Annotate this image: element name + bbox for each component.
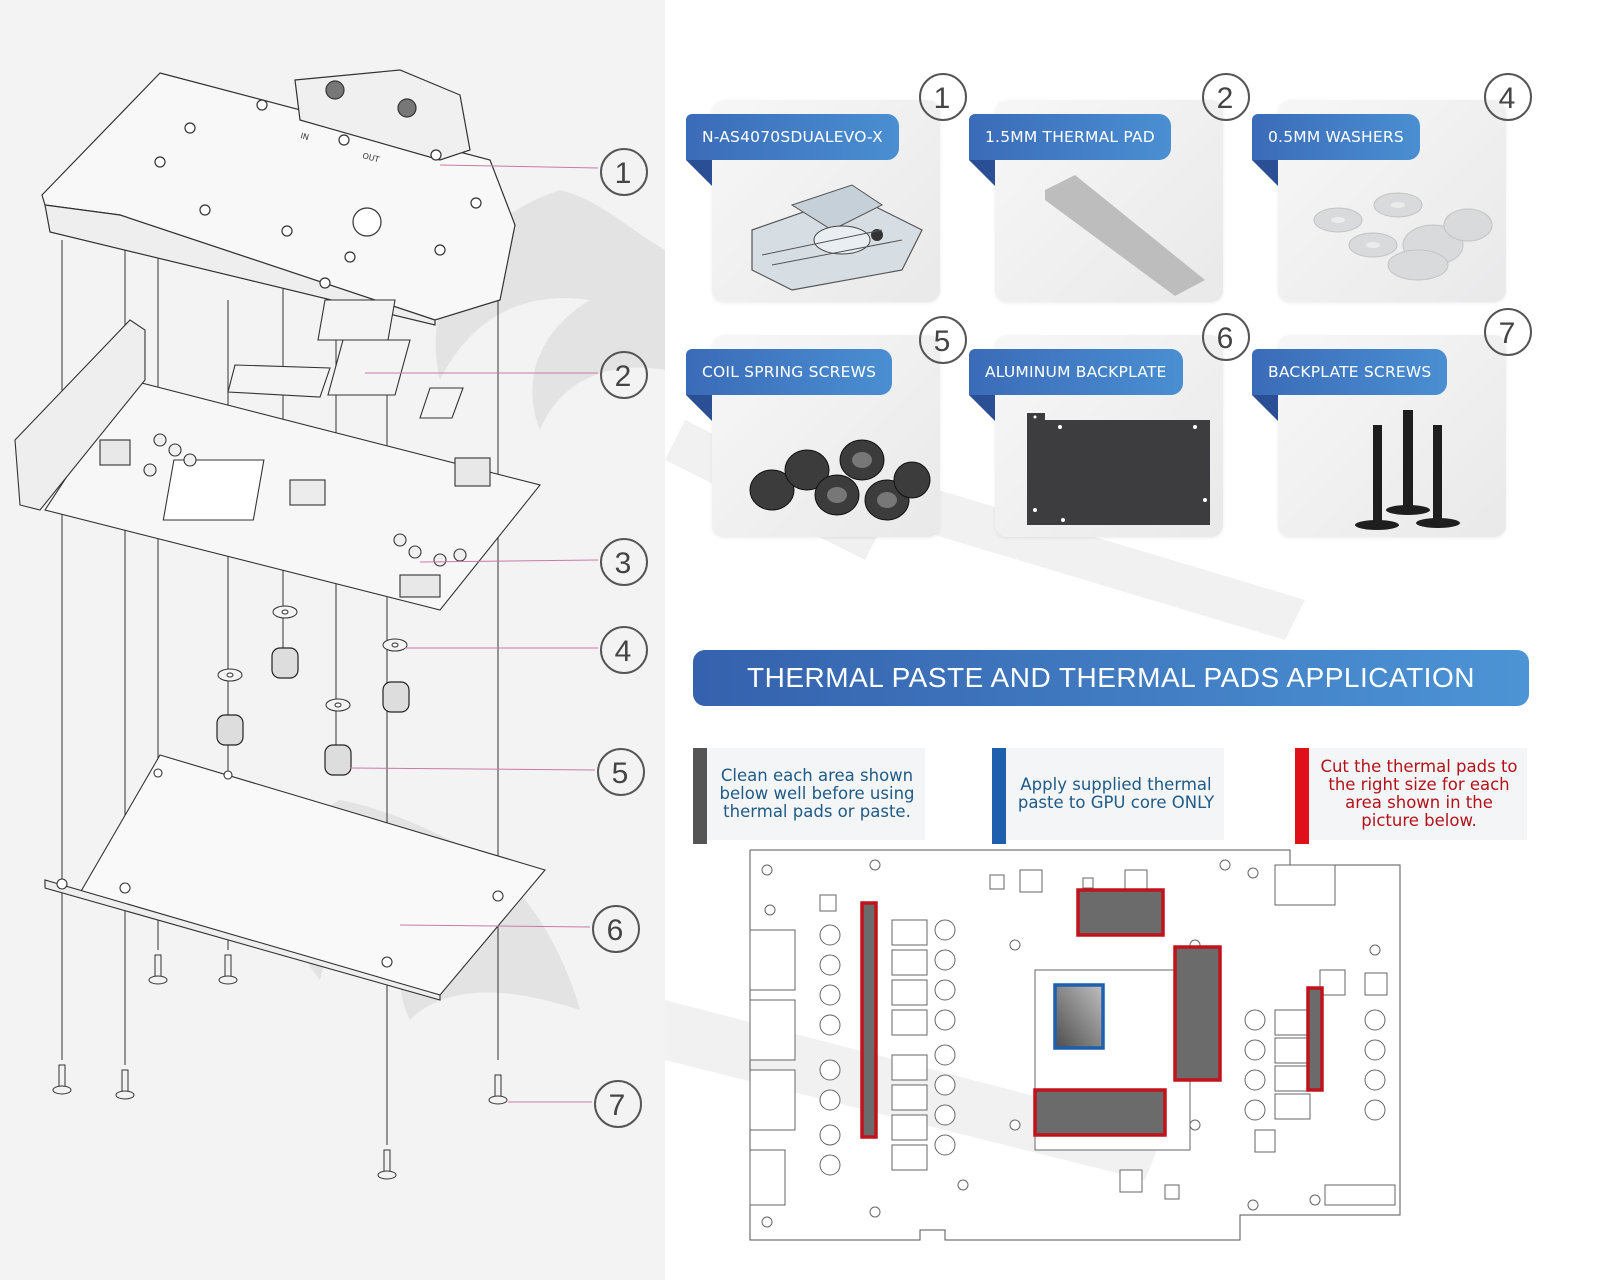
card-number-1: 1 [917,70,967,121]
callout-2: 2 [598,348,648,399]
part-label: ALUMINUM BACKPLATE [969,349,1183,395]
note-clean-areas: Clean each area shown below well before … [693,748,925,844]
part-card-backplate: ALUMINUM BACKPLATE [969,335,1223,537]
part-label: N-AS4070SDUALEVO-X [686,114,899,160]
spring-screws-image [749,439,931,521]
inlet-marking: IN [299,131,309,142]
note-apply-paste: Apply supplied thermal paste to GPU core… [992,748,1224,844]
washers-drawing [217,605,408,712]
label-fold [1252,160,1278,186]
part-card-water-block: N-AS4070SDUALEVO-X [686,100,940,302]
part-label: 1.5MM THERMAL PAD [969,114,1171,160]
note-bar [992,748,1006,844]
note-cut-pads: Cut the thermal pads to the right size f… [1295,748,1527,844]
label-fold [686,160,712,186]
part-label: COIL SPRING SCREWS [686,349,893,395]
label-fold [969,395,995,421]
application-section-title: THERMAL PASTE AND THERMAL PADS APPLICATI… [693,650,1529,706]
part-label: 0.5MM WASHERS [1252,114,1420,160]
note-bar [1295,748,1309,844]
note-bar [693,748,707,844]
part-card-backplate-screws: BACKPLATE SCREWS [1252,335,1506,537]
label-fold [969,160,995,186]
callout-1: 1 [598,145,648,196]
note-text: Cut the thermal pads to the right size f… [1320,757,1518,830]
gpu-core-paste-area [1053,983,1105,1050]
pcb-drawing [14,319,541,611]
backplate-image [1027,413,1210,525]
exploded-view-panel: IN OUT [0,0,665,1280]
thermal-pad-vrm-left [860,901,878,1139]
water-block-drawing: IN OUT [41,69,516,326]
water-block-image [751,184,923,291]
label-fold [686,395,712,421]
label-fold [1252,395,1278,421]
outlet-marking: OUT [361,151,380,164]
callout-leader-lines [349,164,599,1103]
exploded-diagram: IN OUT [14,69,665,1180]
thermal-pad-memory-right [1173,945,1222,1082]
backplate-screws-image [1355,410,1460,530]
thermal-pad-image [1045,175,1205,296]
card-number-2: 2 [1200,70,1250,121]
callout-6: 6 [590,902,640,953]
backplate-screws-drawing [52,954,508,1180]
spring-screws-drawing [216,647,410,776]
pcb-components [749,859,1396,1228]
note-text: Clean each area shown below well before … [719,766,915,821]
callout-3: 3 [598,535,648,586]
card-number-4: 4 [1482,70,1532,121]
part-label: BACKPLATE SCREWS [1252,349,1448,395]
callout-4: 4 [598,623,648,674]
part-card-spring-screws: COIL SPRING SCREWS [686,335,940,537]
part-card-thermal-pad: 1.5MM THERMAL PAD [969,100,1223,302]
card-number-5: 5 [917,313,967,364]
thermal-pad-memory-top [1076,888,1165,937]
pcb-pad-map [749,849,1401,1241]
thermal-pad-vrm-right [1306,986,1324,1092]
thermal-pad-areas [860,888,1324,1139]
thermal-pad-memory-bottom [1033,1088,1167,1137]
part-card-washers: 0.5MM WASHERS [1252,100,1506,302]
callout-7: 7 [592,1077,642,1128]
callout-5: 5 [595,745,645,796]
backplate-drawing [44,754,546,1001]
thermal-pads-drawing [227,299,464,419]
card-number-7: 7 [1482,305,1532,356]
washers-image [1313,192,1493,281]
card-number-6: 6 [1200,310,1250,361]
note-text: Apply supplied thermal paste to GPU core… [1017,775,1215,812]
